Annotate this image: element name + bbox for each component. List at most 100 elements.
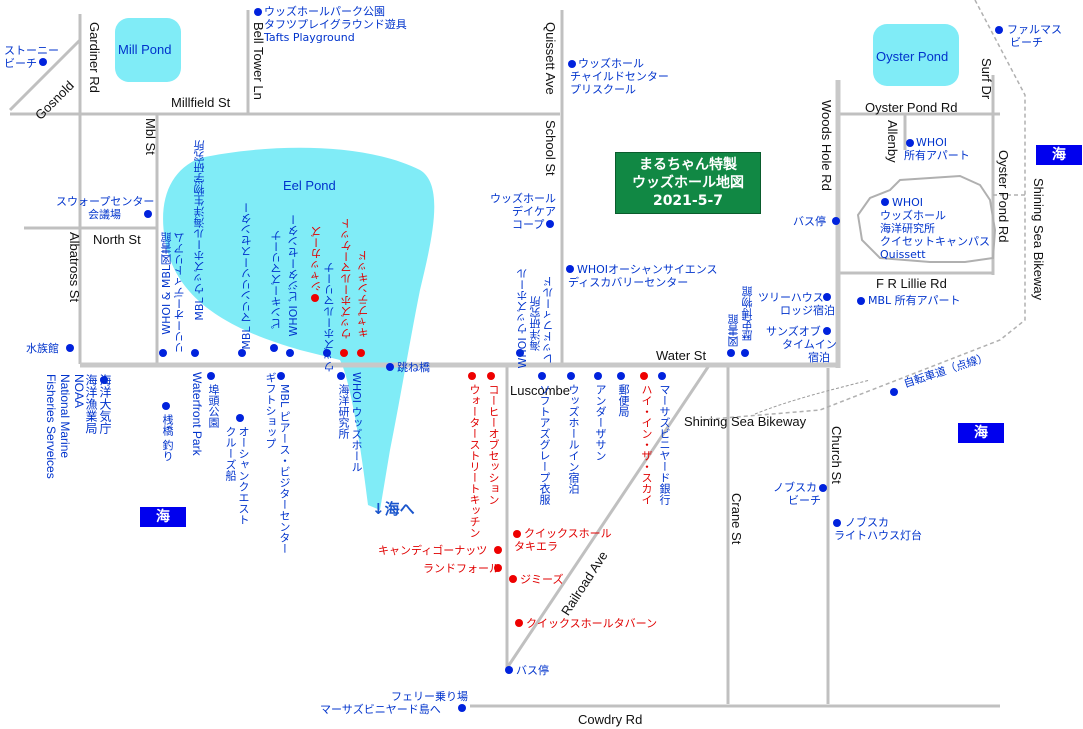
dot-pinkies: [270, 344, 278, 352]
dot-whoi-lab: [337, 372, 345, 380]
road-crane: Crane St: [729, 493, 744, 545]
label-soft: ソフトアズグレープ衣服: [538, 384, 551, 505]
label-childcare-2: チャイルドセンター: [570, 70, 669, 83]
road-north: North St: [93, 232, 141, 247]
label-library-v1: WHOI & MBL図書館: [160, 232, 173, 335]
dot-inn: [567, 372, 575, 380]
road-oyster-pond-v: Oyster Pond Rd: [996, 150, 1011, 243]
dot-jump-bridge: [386, 363, 394, 371]
dot-nobska-light: [833, 519, 841, 527]
label-redfield-2: 海洋研究所: [529, 296, 542, 351]
label-inn: ウッズホールイン宿泊: [567, 384, 580, 494]
dot-suizokukan: [66, 344, 74, 352]
label-park-3: Tafts Playground: [264, 31, 355, 44]
title-line2: ウッズホール地図: [632, 175, 744, 191]
dot-waterfront: [207, 372, 215, 380]
label-redfield-1: WHOI ウッズホール: [516, 268, 529, 369]
label-treehouse-2: ロッジ宿泊: [780, 304, 835, 317]
road-millfield: Millfield St: [171, 95, 231, 110]
label-post: 郵便局: [617, 384, 630, 417]
dot-childcare: [568, 60, 576, 68]
label-marina: ウッズホールマリーナ: [323, 262, 336, 372]
label-whoi-lab-1: WHOI ウッズホール: [350, 372, 363, 473]
label-library: 図書館: [727, 314, 740, 347]
label-park-1: ウッズホールパーク公園: [264, 5, 385, 18]
dot-whoi-apt: [906, 139, 914, 147]
label-oceanquest-2: クルーズ船: [224, 426, 237, 481]
dot-candy-go: [494, 546, 502, 554]
dot-sands: [823, 327, 831, 335]
label-mbl-inst: MBL ウッズホール海洋生物学研究所: [193, 140, 206, 321]
label-mbl-marine: MBL マリンリソースセンター: [240, 202, 253, 350]
label-water-kitchen: ウォーターストリートキッチン: [468, 384, 481, 538]
label-candy-kid: キャプテンキッド: [357, 250, 370, 338]
label-quick-kitchen-1: クイックスホール: [524, 527, 612, 540]
road-gardiner: Gardiner Rd: [87, 22, 102, 93]
dot-swope: [144, 210, 152, 218]
label-sands-3: 宿泊: [808, 351, 830, 364]
label-jump-bridge: 跳ね橋: [397, 361, 430, 374]
title-line1: まるちゃん特製: [639, 157, 737, 173]
label-nobska-beach-1: ノブスカ: [773, 481, 817, 494]
label-park-2: タフツプレイグラウンド遊具: [264, 18, 407, 31]
label-high-sail: ハイ・イン・ザ・スカイ: [640, 384, 653, 505]
label-discovery-1: WHOIオーシャンサイエンス: [577, 263, 718, 276]
dot-quick-tavern: [515, 619, 523, 627]
dot-mbl-apt: [857, 297, 865, 305]
label-noaa-2: 海洋漁業局: [84, 374, 98, 434]
label-suizokukan: 水族館: [26, 342, 59, 355]
label-falmouth-1: ファルマス: [1007, 23, 1062, 36]
dot-under: [594, 372, 602, 380]
label-mbl-visitor-2: ギフトショップ: [264, 372, 277, 449]
dot-mbl-inst: [191, 349, 199, 357]
label-daycare-2: デイケア: [512, 205, 556, 218]
dot-market: [340, 349, 348, 357]
label-daycare-1: ウッズホール: [490, 192, 556, 205]
dot-mbl-marine: [238, 349, 246, 357]
dot-history: [741, 349, 749, 357]
road-luscombe: Luscombe: [510, 383, 570, 398]
dot-post: [617, 372, 625, 380]
oyster-pond-label: Oyster Pond: [876, 49, 949, 64]
label-noaa-5: Fisheries Serveices: [44, 374, 58, 479]
road-shining-sea-vertical: Shining Sea Bikeway: [1031, 178, 1046, 301]
dot-bus-right: [832, 217, 840, 225]
label-sands-2: タイムイン: [782, 338, 837, 351]
road-albatross: Albatross St: [67, 232, 82, 303]
label-whoi-apt-2: 所有アパート: [904, 149, 970, 162]
label-nobska-light-2: ライトハウス灯台: [834, 529, 922, 542]
to-sea-arrow: ↓海へ: [372, 500, 415, 518]
label-library-v2: リリーオーディトリアム: [173, 232, 186, 353]
dot-park: [254, 8, 262, 16]
dot-treehouse: [823, 293, 831, 301]
dot-daycare: [546, 220, 554, 228]
dot-bank: [658, 372, 666, 380]
label-bank: マーサズビニヤード銀行: [658, 384, 671, 505]
sea-label-top-right: 海: [1036, 145, 1082, 165]
label-discovery-2: ディスカバリーセンター: [568, 276, 689, 289]
road-shining-sea: Shining Sea Bikeway: [684, 414, 806, 429]
label-coffee: コーヒーオブセッション: [487, 384, 500, 505]
dot-bike-path: [890, 388, 898, 396]
title-line3: 2021-5-7: [652, 193, 724, 209]
label-history: 歴史博物館: [741, 286, 754, 341]
label-treehouse-1: ツリーハウス: [758, 291, 824, 304]
dot-nobska-beach: [819, 484, 827, 492]
dot-jimmys: [509, 575, 517, 583]
dot-quick-kitchen: [513, 530, 521, 538]
dot-quissett: [881, 198, 889, 206]
road-oyster-pond: Oyster Pond Rd: [865, 100, 958, 115]
road-allenby: Allenby: [885, 120, 900, 163]
label-ferry-1: フェリー乗り場: [391, 690, 468, 703]
oyster-pond: [873, 24, 959, 86]
label-jimmys: ジミーズ: [520, 573, 564, 586]
label-pinkies: ピンキーズマリーナ: [270, 230, 283, 329]
sea-label-left: 海: [140, 507, 186, 527]
label-whoi-visitor: WHOI ビジターセンター: [287, 214, 300, 337]
dot-stoney: [39, 58, 47, 66]
label-quissett-2: ウッズホール: [880, 209, 946, 222]
dot-mbl-visitor: [277, 372, 285, 380]
label-nobska-light-1: ノブスカ: [845, 516, 889, 529]
